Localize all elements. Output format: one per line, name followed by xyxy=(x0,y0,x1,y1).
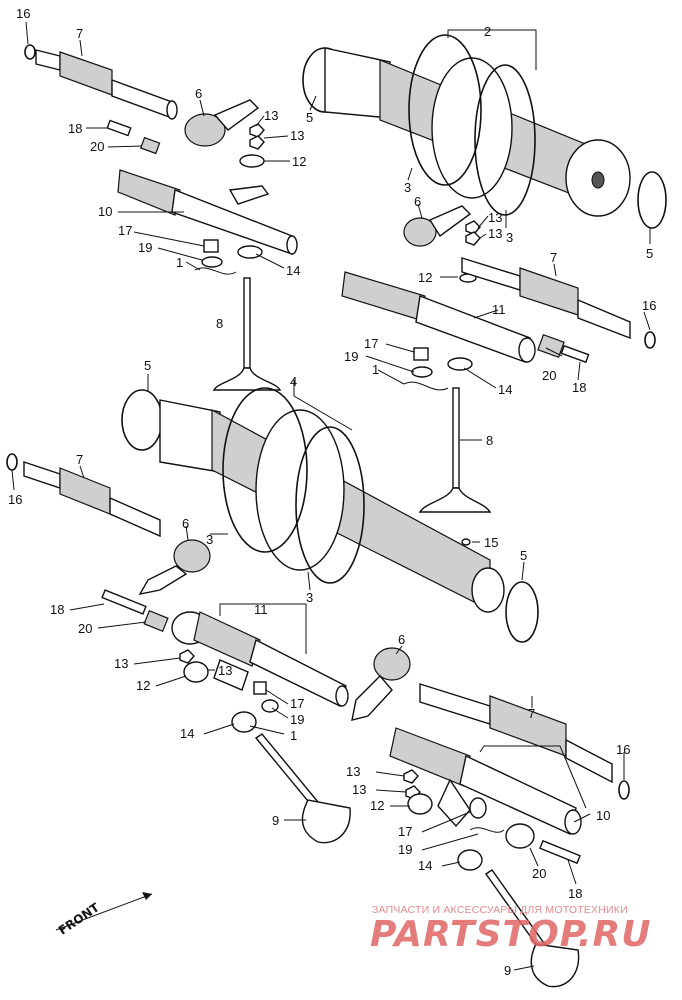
rocker-arm-top-left xyxy=(184,99,260,147)
front-arrow xyxy=(55,892,153,931)
rocker-shaft-11-right xyxy=(341,271,590,364)
callout-19: 19 xyxy=(290,712,304,727)
callout-leaders xyxy=(11,21,651,971)
rocker-shaft-top-left xyxy=(24,44,178,120)
callout-13: 13 xyxy=(346,764,360,779)
small-parts-lower-right xyxy=(403,769,581,871)
callout-18: 18 xyxy=(572,380,586,395)
callout-18: 18 xyxy=(50,602,64,617)
small-parts-lower-left xyxy=(179,649,279,733)
callout-19: 19 xyxy=(398,842,412,857)
callout-13: 13 xyxy=(488,210,502,225)
callout-9: 9 xyxy=(272,813,279,828)
callout-20: 20 xyxy=(542,368,556,383)
callout-14: 14 xyxy=(498,382,512,397)
callout-15: 15 xyxy=(484,535,498,550)
watermark-caption: ЗАПЧАСТИ И АКСЕССУАРЫ ДЛЯ МОТОТЕХНИКИ xyxy=(372,904,628,916)
nuts-top-left xyxy=(239,123,265,168)
callout-2: 2 xyxy=(484,24,491,39)
callout-13: 13 xyxy=(114,656,128,671)
callout-13: 13 xyxy=(352,782,366,797)
callout-3: 3 xyxy=(206,532,213,547)
callout-20: 20 xyxy=(78,621,92,636)
callout-numbers: 16 7 2 5 6 13 13 18 20 12 10 3 3 6 13 13… xyxy=(8,6,656,978)
valve-8-top xyxy=(212,277,282,391)
callout-1: 1 xyxy=(290,728,297,743)
rocker-shaft-10-top xyxy=(117,169,298,255)
callout-14: 14 xyxy=(418,858,432,873)
callout-10: 10 xyxy=(596,808,610,823)
valve-8-mid xyxy=(418,387,492,513)
callout-7: 7 xyxy=(550,250,557,265)
callout-16: 16 xyxy=(616,742,630,757)
rocker-arm-lower-right xyxy=(351,647,411,721)
callout-7: 7 xyxy=(528,706,535,721)
callout-1: 1 xyxy=(372,362,379,377)
rocker-arm-mid-right xyxy=(403,205,481,247)
callout-13: 13 xyxy=(488,226,502,241)
callout-5: 5 xyxy=(144,358,151,373)
callout-13: 13 xyxy=(218,663,232,678)
callout-3: 3 xyxy=(506,230,513,245)
callout-5: 5 xyxy=(306,110,313,125)
callout-14: 14 xyxy=(180,726,194,741)
callout-16: 16 xyxy=(16,6,30,21)
callout-16: 16 xyxy=(642,298,656,313)
callout-6: 6 xyxy=(398,632,405,647)
valve-9-left xyxy=(254,733,351,844)
callout-20: 20 xyxy=(90,139,104,154)
callout-4: 4 xyxy=(290,374,297,389)
callout-11: 11 xyxy=(254,602,268,617)
callout-5: 5 xyxy=(520,548,527,563)
callout-3: 3 xyxy=(404,180,411,195)
callout-18: 18 xyxy=(68,121,82,136)
callout-12: 12 xyxy=(292,154,306,169)
callout-8: 8 xyxy=(486,433,493,448)
callout-17: 17 xyxy=(364,336,378,351)
callout-17: 17 xyxy=(118,223,132,238)
callout-11: 11 xyxy=(492,302,506,317)
callout-20: 20 xyxy=(532,866,546,881)
callout-6: 6 xyxy=(414,194,421,209)
callout-3: 3 xyxy=(306,590,313,605)
callout-17: 17 xyxy=(290,696,304,711)
callout-19: 19 xyxy=(344,349,358,364)
callout-12: 12 xyxy=(136,678,150,693)
rocker-shaft-10-lower xyxy=(389,727,582,835)
callout-18: 18 xyxy=(568,886,582,901)
watermark-brand: PARTSTOP.RU xyxy=(370,914,652,955)
callout-14: 14 xyxy=(286,263,300,278)
rocker-shaft-11-left xyxy=(171,611,349,707)
camshaft-middle xyxy=(121,387,539,643)
callout-1: 1 xyxy=(176,255,183,270)
rocker-shaft-mid-right xyxy=(459,257,656,349)
small-parts-top-left xyxy=(194,239,263,275)
valve-9-right xyxy=(485,869,580,988)
callout-7: 7 xyxy=(76,452,83,467)
callout-12: 12 xyxy=(370,798,384,813)
callout-13: 13 xyxy=(264,108,278,123)
callout-13: 13 xyxy=(290,128,304,143)
callout-17: 17 xyxy=(398,824,412,839)
callout-12: 12 xyxy=(418,270,432,285)
callout-10: 10 xyxy=(98,204,112,219)
camshaft-top-right xyxy=(302,34,667,229)
rocker-arm-left-middle xyxy=(138,539,211,595)
small-parts-mid-right xyxy=(403,347,473,391)
rocker-shaft-left-middle xyxy=(6,453,161,538)
callout-8: 8 xyxy=(216,316,223,331)
callout-9: 9 xyxy=(504,963,511,978)
callout-6: 6 xyxy=(195,86,202,101)
callout-19: 19 xyxy=(138,240,152,255)
callout-7: 7 xyxy=(76,26,83,41)
callout-6: 6 xyxy=(182,516,189,531)
callout-16: 16 xyxy=(8,492,22,507)
callout-5: 5 xyxy=(646,246,653,261)
rocker-shaft-lower-right xyxy=(419,683,630,800)
adjuster-lower-left xyxy=(101,589,169,633)
adjuster-top-left xyxy=(106,119,161,155)
